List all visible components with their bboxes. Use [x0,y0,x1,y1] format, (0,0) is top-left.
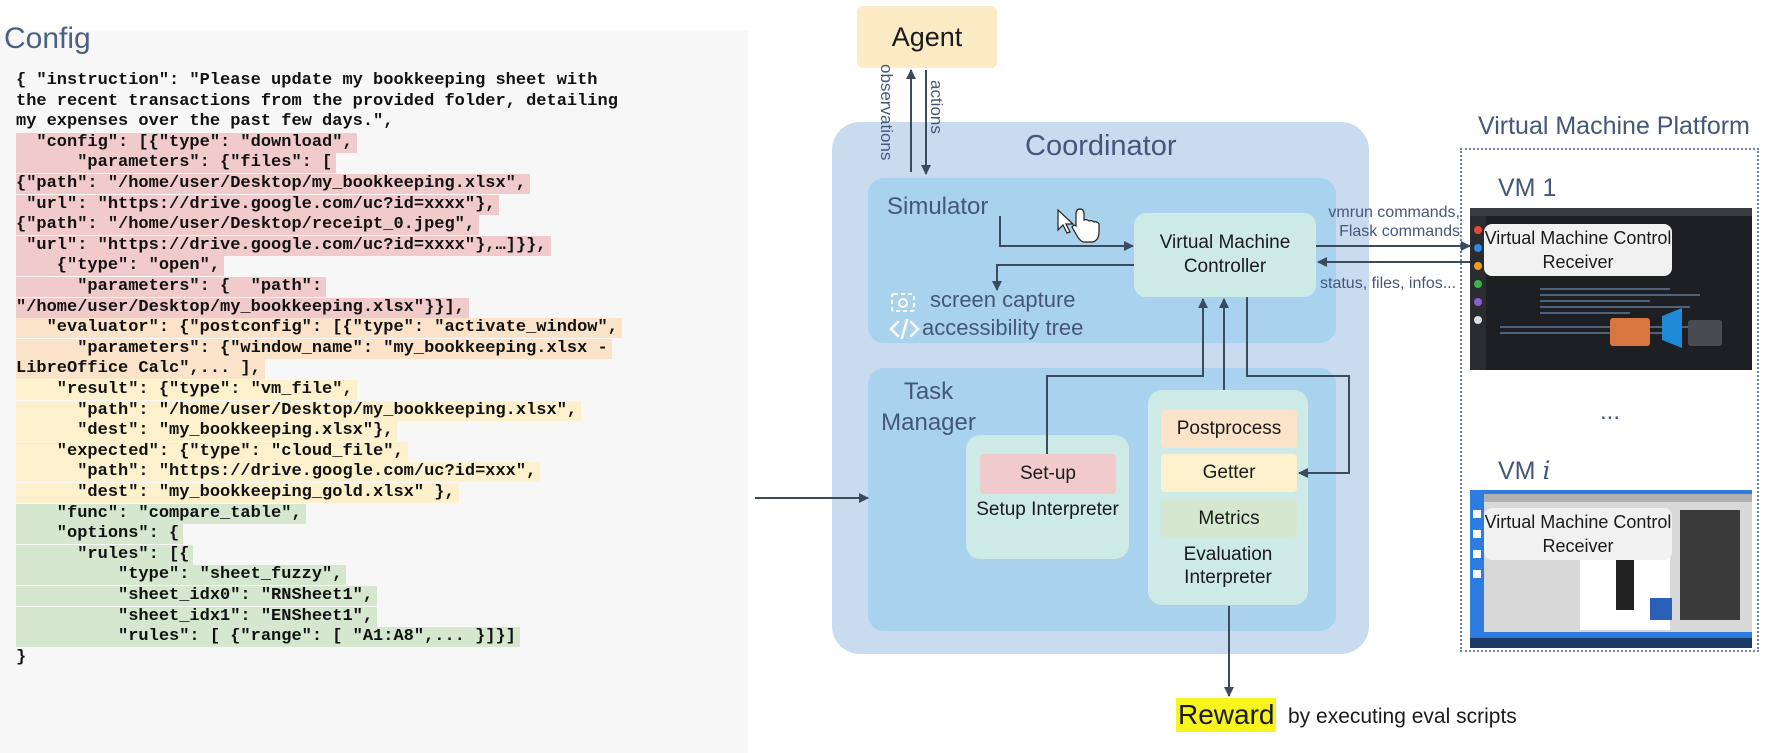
config-code-line: "url": "https://drive.google.com/uc?id=x… [16,194,500,215]
task-manager-title: Task Manager [881,378,976,436]
vmrun-commands-text: vmrun commands, [1328,204,1460,221]
config-code-line: "sheet_idx1": "ENSheet1", [16,606,378,627]
controller-to-capture-arrow [992,264,1134,291]
config-code-line: "parameters": {"files": [ [16,153,337,174]
config-title: Config [4,22,91,55]
config-code-line: "parameters": { "path": [16,277,327,297]
config-code-line: "type": "sheet_fuzzy", [16,565,347,586]
config-code-line: "result": {"type": "vm_file", [16,380,357,400]
config-code-line: "path": "https://drive.google.com/uc?id=… [16,462,541,483]
vm1-desktop-graphic [1470,208,1752,370]
config-code-line: "sheet_idx0": "RNSheet1", [16,586,378,606]
flask-commands-text: Flask commands [1339,223,1460,240]
config-code-line: "url": "https://drive.google.com/uc?id=x… [16,235,551,256]
setup-interpreter-label: Setup Interpreter [976,499,1119,520]
accessibility-tree-label: accessibility tree [922,315,1084,340]
simulator-title: Simulator [887,193,989,220]
vm-controller-box: Virtual Machine Controller [1134,213,1316,297]
config-code-line: "/home/user/Desktop/my_bookkeeping.xlsx"… [16,297,469,318]
config-code-line: "evaluator": {"postconfig": [{"type": "a… [16,318,622,339]
agent-box: Agent [857,6,997,68]
setup-to-controller-arrow [1046,298,1208,454]
reward-label: Reward [1176,698,1277,732]
controller-to-getter-arrow [1246,297,1350,478]
code-icon [889,318,920,340]
config-code-line: {"type": "open", [16,256,225,277]
config-code-line: "rules": [{ [16,544,194,565]
config-code-line: "path": "/home/user/Desktop/my_bookkeepi… [16,400,582,421]
config-code-line: "expected": {"type": "cloud_file", [16,441,408,462]
vmi-label: VM i [1498,456,1551,485]
more-vms-ellipsis: ... [1600,398,1621,425]
vm-commands-label: vmrun commands, Flask commands [1320,203,1460,241]
vm1-control-receiver: Virtual Machine Control Receiver [1484,224,1672,276]
config-code-line: "options": { [16,524,184,545]
config-code-line: LibreOffice Calc",... ], [16,359,265,380]
vm-platform-title: Virtual Machine Platform [1478,112,1750,140]
config-code-line: "func": "compare_table", [16,503,306,524]
config-code-line: "dest": "my_bookkeeping.xlsx"}, [16,421,398,442]
setup-step: Set-up [980,454,1116,494]
vm-platform-box [1460,148,1759,652]
reward-description: by executing eval scripts [1288,705,1517,728]
config-code-line: {"path": "/home/user/Desktop/receipt_0.j… [16,215,480,236]
config-code-line: "config": [{"type": "download", [16,132,357,153]
camera-icon [891,293,915,312]
vmi-control-receiver: Virtual Machine Control Receiver [1484,508,1672,560]
config-code-line: } [16,647,27,667]
config-code-line: my expenses over the past few days.", [16,112,394,132]
metrics-step: Metrics [1161,500,1297,538]
getter-step: Getter [1161,454,1297,492]
simulator-to-controller-arrow [999,216,1134,251]
screen-capture-label: screen capture [930,287,1076,312]
postprocess-step: Postprocess [1161,410,1297,448]
config-code-line: "parameters": {"window_name": "my_bookke… [16,338,612,359]
config-code-line: "rules": [ {"range": [ "A1:A8",... }]}] [16,627,520,648]
config-code-line: the recent transactions from the provide… [16,91,618,111]
config-code-line: "dest": "my_bookkeeping_gold.xlsx" }, [16,483,459,503]
config-code-line: { "instruction": "Please update my bookk… [16,71,598,90]
hand-cursor-icon [1057,208,1100,243]
coordinator-title: Coordinator [1025,130,1177,162]
evaluation-interpreter-label: Evaluation Interpreter [1183,544,1273,588]
status-files-label: status, files, infos... [1320,275,1457,292]
vm1-label: VM 1 [1498,174,1557,202]
config-code-line: {"path": "/home/user/Desktop/my_bookkeep… [16,174,531,194]
